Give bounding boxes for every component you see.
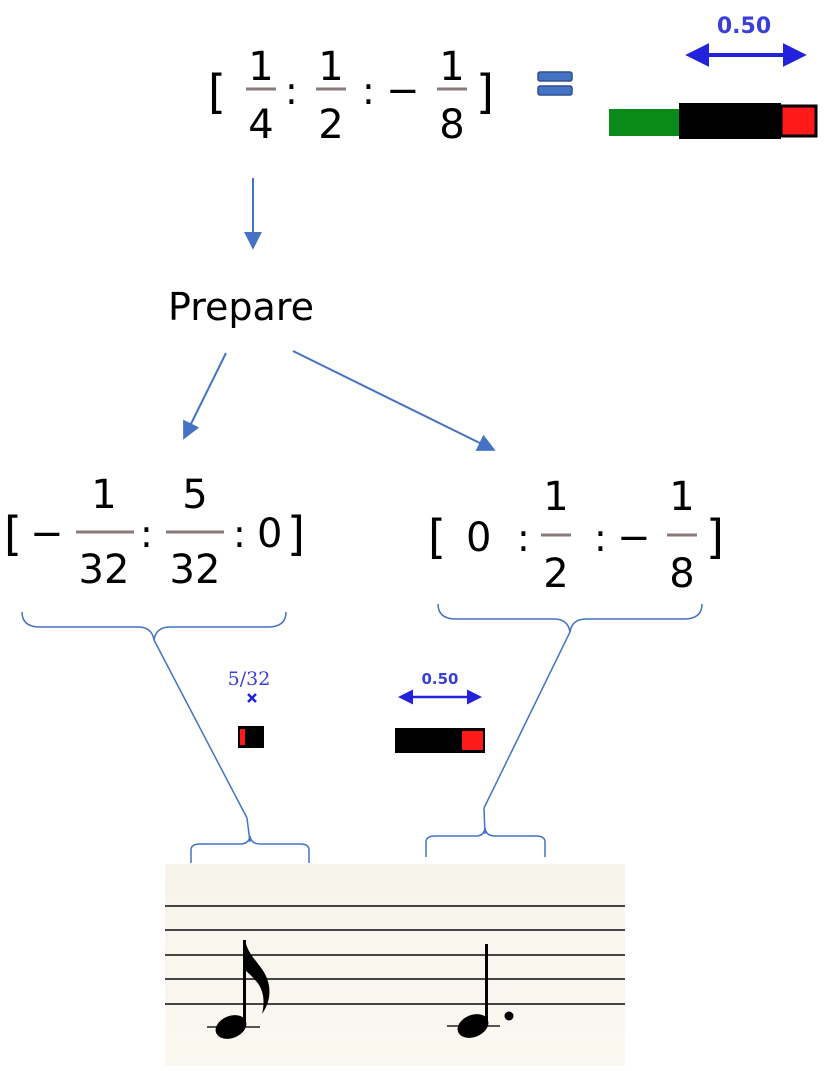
left-a-sign: − bbox=[30, 511, 64, 557]
left-b-numerator: 5 bbox=[182, 472, 207, 518]
top-b-numerator: 1 bbox=[318, 44, 343, 90]
top-duration-bar: 0.50 bbox=[609, 14, 818, 139]
top-bar-red-segment bbox=[779, 104, 818, 138]
left-dimension-label: 5/32 bbox=[228, 668, 271, 690]
right-bar-red-segment bbox=[462, 731, 483, 750]
dotted-quarter-note-icon bbox=[447, 944, 514, 1038]
left-open-bracket: [ bbox=[4, 507, 22, 561]
prepare-label: Prepare bbox=[168, 285, 314, 329]
top-open-bracket: [ bbox=[208, 65, 226, 119]
left-c-value: 0 bbox=[257, 511, 282, 557]
left-ratio-brace bbox=[21, 611, 287, 641]
left-dimension-arrow bbox=[247, 693, 257, 703]
augmentation-dot bbox=[504, 1011, 514, 1021]
top-bar-black-segment bbox=[679, 103, 781, 139]
left-b-denominator: 32 bbox=[170, 547, 221, 593]
right-note-brace bbox=[425, 827, 546, 857]
right-b-numerator: 1 bbox=[543, 474, 568, 520]
arrow-to-right-ratio bbox=[292, 350, 496, 451]
left-close-bracket: ] bbox=[287, 507, 305, 561]
top-c-denominator: 8 bbox=[439, 102, 464, 148]
top-close-bracket: ] bbox=[476, 65, 494, 119]
right-funnel bbox=[483, 631, 571, 835]
right-dimension-label: 0.50 bbox=[421, 670, 458, 688]
right-open-bracket: [ bbox=[428, 510, 446, 564]
right-close-bracket: ] bbox=[706, 510, 724, 564]
left-separator-1: : bbox=[140, 512, 153, 556]
left-note-brace bbox=[190, 835, 310, 863]
top-a-numerator: 1 bbox=[248, 44, 273, 90]
top-c-sign: − bbox=[386, 68, 420, 114]
top-separator-1: : bbox=[285, 69, 298, 113]
right-c-numerator: 1 bbox=[669, 474, 694, 520]
eighth-note-icon bbox=[207, 940, 270, 1039]
left-bar-red-segment bbox=[240, 729, 245, 745]
top-dimension-label: 0.50 bbox=[717, 14, 771, 39]
staff-lines bbox=[165, 905, 625, 1005]
top-b-denominator: 2 bbox=[318, 102, 343, 148]
top-a-denominator: 4 bbox=[248, 102, 273, 148]
left-a-denominator: 32 bbox=[79, 547, 130, 593]
right-c-sign: − bbox=[617, 515, 651, 561]
right-a-value: 0 bbox=[466, 515, 491, 561]
right-duration-bar: 0.50 bbox=[395, 670, 485, 753]
top-ratio: [ 1 4 : 1 2 : − 1 8 ] bbox=[208, 44, 494, 148]
top-separator-2: : bbox=[362, 69, 375, 113]
right-c-denominator: 8 bbox=[669, 551, 694, 597]
top-c-numerator: 1 bbox=[439, 44, 464, 90]
left-separator-2: : bbox=[233, 512, 246, 556]
right-separator-1: : bbox=[517, 516, 530, 560]
left-duration-bar: 5/32 bbox=[228, 668, 271, 748]
right-b-denominator: 2 bbox=[543, 551, 568, 597]
arrow-to-left-ratio bbox=[183, 352, 227, 440]
left-ratio: [ − 1 32 : 5 32 : 0 ] bbox=[4, 472, 305, 593]
top-bar-green-segment bbox=[609, 109, 679, 136]
music-staff bbox=[165, 864, 625, 1066]
right-ratio: [ 0 : 1 2 : − 1 8 ] bbox=[428, 474, 724, 597]
right-ratio-brace bbox=[437, 603, 703, 633]
right-separator-2: : bbox=[594, 516, 607, 560]
equals-icon bbox=[537, 71, 573, 96]
left-a-numerator: 1 bbox=[91, 472, 116, 518]
